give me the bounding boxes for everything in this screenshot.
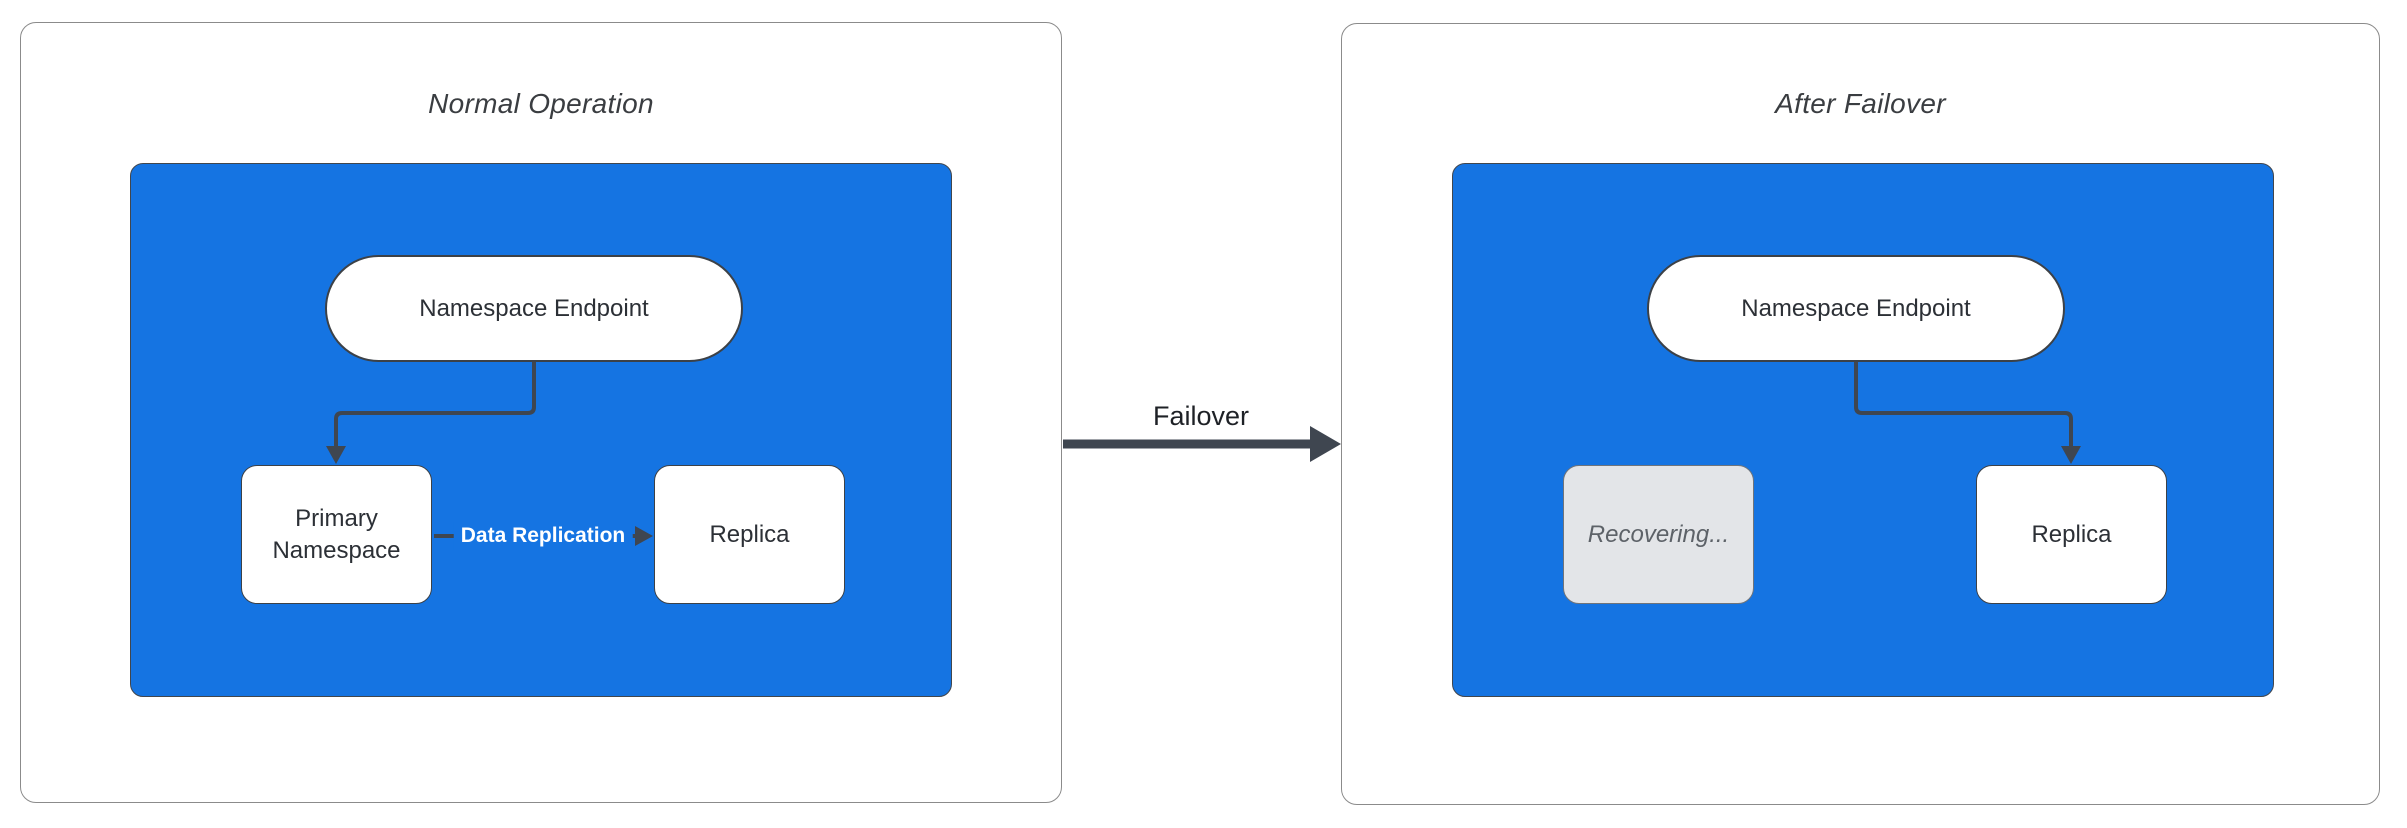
- data-replication-label: Data Replication: [453, 522, 633, 550]
- failover-label: Failover: [1152, 401, 1250, 431]
- cluster-background: [130, 163, 952, 697]
- cluster-background: [1452, 163, 2274, 697]
- recovering-label: Recovering...: [1587, 520, 1730, 548]
- panel-title: Normal Operation: [428, 88, 654, 119]
- primary-namespace-label: Primary Namespace: [272, 504, 401, 564]
- namespace-endpoint-label: Namespace Endpoint: [1741, 294, 1971, 322]
- recovering-node: Recovering...: [1563, 465, 1754, 604]
- replica-node: Replica: [1976, 465, 2167, 604]
- primary-namespace-node: Primary Namespace: [241, 465, 432, 604]
- namespace-endpoint-label: Namespace Endpoint: [419, 294, 649, 322]
- panel-title: After Failover: [1775, 88, 1946, 119]
- replica-label: Replica: [2031, 520, 2112, 548]
- replica-label: Replica: [709, 520, 790, 548]
- replica-node: Replica: [654, 465, 845, 604]
- namespace-endpoint-node: Namespace Endpoint: [1647, 255, 2065, 362]
- failover-arrowhead-icon: [1310, 426, 1341, 462]
- namespace-endpoint-node: Namespace Endpoint: [325, 255, 743, 362]
